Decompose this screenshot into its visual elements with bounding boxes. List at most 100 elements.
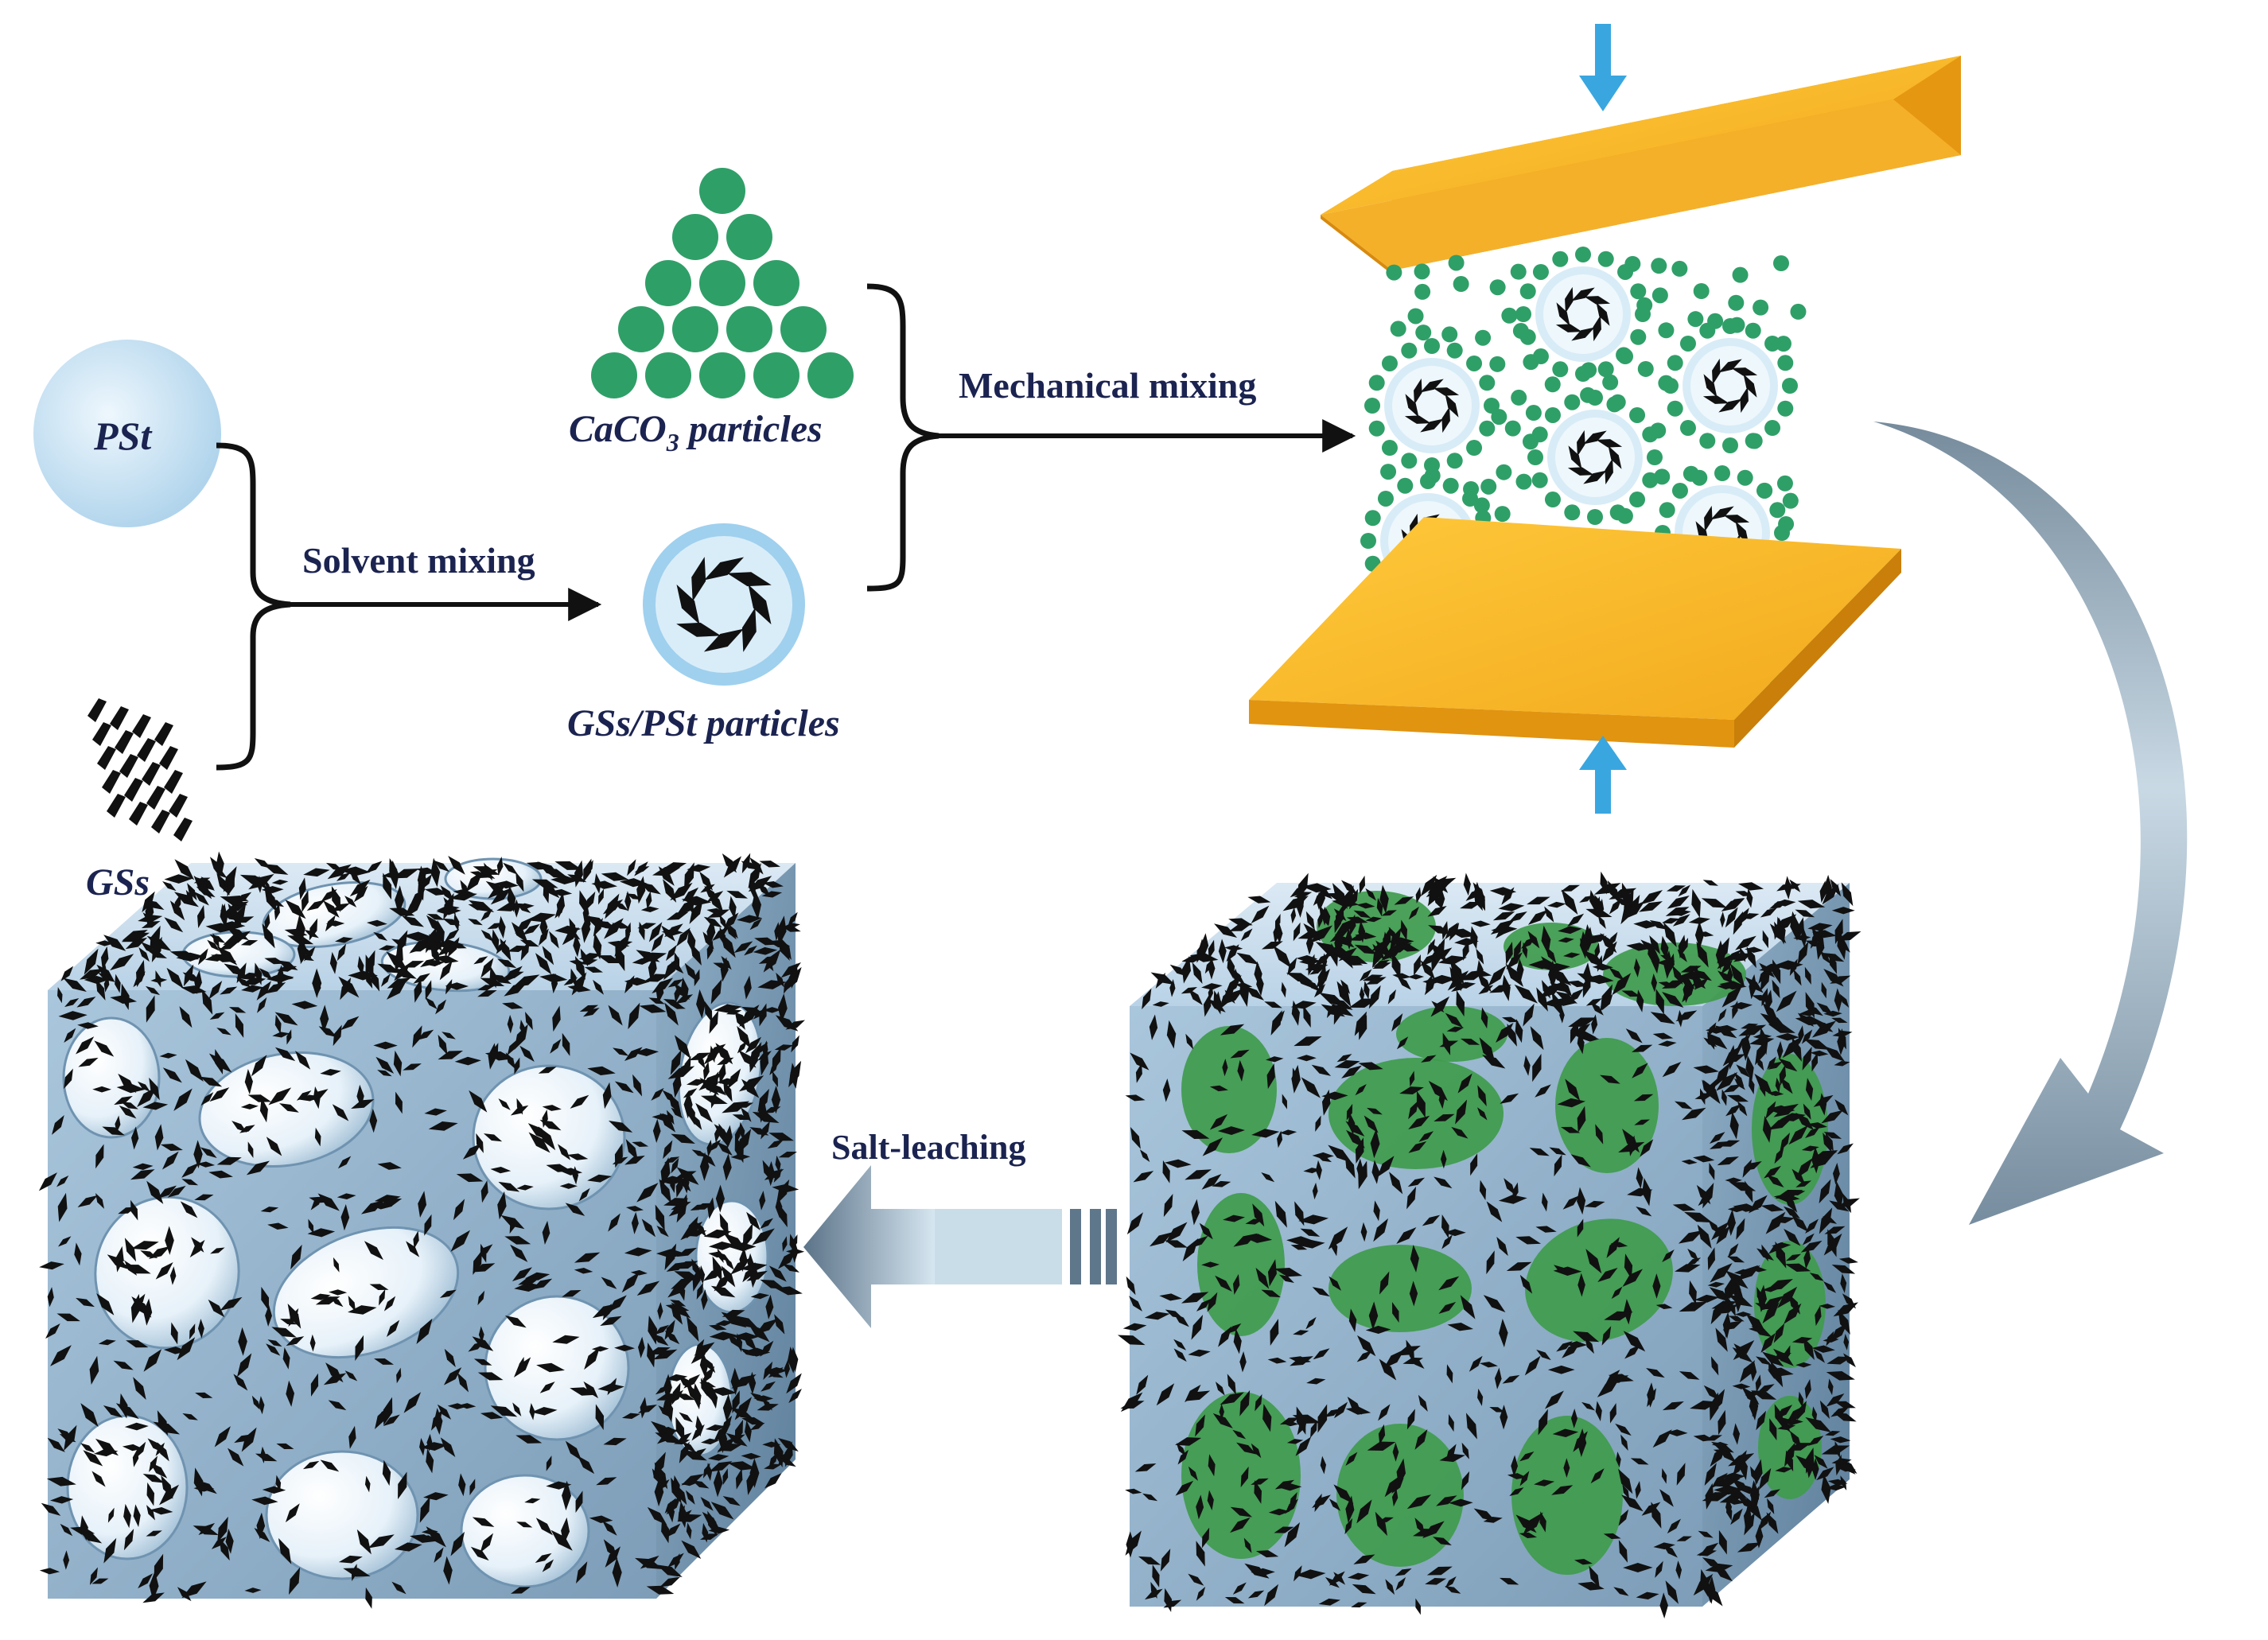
graphene-flake [1802, 1047, 1812, 1071]
graphene-flake [110, 706, 129, 730]
graphene-flake [447, 1403, 468, 1409]
graphene-flake [1373, 1218, 1388, 1242]
graphene-flake [671, 1157, 679, 1174]
gss-pst-particle [1527, 390, 1663, 525]
graphene-flake [1774, 1147, 1784, 1164]
graphene-flake [1722, 1084, 1742, 1093]
graphene-flake [97, 972, 115, 982]
graphene-flake [1552, 1428, 1579, 1437]
graphene-flake [275, 1475, 282, 1492]
graphene-flake [651, 1087, 664, 1101]
graphene-flake [716, 1141, 733, 1156]
graphene-flake [438, 1050, 464, 1060]
graphene-flake [189, 1239, 205, 1258]
graphene-flake [1527, 931, 1540, 949]
graphene-flake [1585, 998, 1602, 1006]
graphene-flake [1600, 933, 1617, 954]
graphene-flake [1646, 1367, 1665, 1378]
graphene-flake [1290, 907, 1297, 924]
graphene-flake [1527, 909, 1548, 925]
graphene-flake [130, 1169, 155, 1180]
graphene-flake [1681, 1159, 1698, 1165]
caco3-particle [1446, 342, 1463, 359]
graphene-flake [1595, 1401, 1602, 1421]
graphene-flake [744, 945, 757, 956]
graphene-flake [692, 1382, 702, 1410]
graphene-flake [628, 1002, 640, 1030]
graphene-flake [430, 943, 441, 966]
graphene-flake [424, 1108, 447, 1116]
graphene-flake [1162, 1078, 1171, 1102]
caco3-label: CaCO3 particles [569, 408, 823, 457]
graphene-flake [137, 1086, 157, 1108]
graphene-flake [762, 1441, 781, 1448]
graphene-flake [774, 1314, 785, 1335]
graphene-flake [286, 1029, 292, 1045]
graphene-flake [247, 1094, 272, 1102]
caco3-particle [1597, 361, 1614, 378]
graphene-flake [1239, 1389, 1251, 1417]
graphene-flake [1478, 985, 1494, 995]
graphene-flake [1636, 1591, 1659, 1599]
graphene-flake [193, 1485, 215, 1492]
caco3-particle [1532, 348, 1549, 365]
caco3-particle [1602, 374, 1619, 391]
graphene-flake [1440, 1149, 1447, 1169]
graphene-flake [550, 1039, 562, 1054]
graphene-flake [681, 1474, 704, 1486]
graphene-flake [1547, 901, 1566, 908]
graphene-flake [1303, 1168, 1321, 1174]
graphene-flake [157, 1442, 169, 1462]
graphene-flake [1701, 898, 1728, 908]
graphene-flake [1750, 1390, 1777, 1400]
graphene-flake [1716, 1072, 1738, 1091]
graphene-flake [457, 1372, 469, 1393]
graphene-flake [473, 1358, 492, 1366]
graphene-flake [116, 1083, 146, 1094]
graphene-flake [1346, 1103, 1353, 1121]
graphene-flake [1536, 987, 1548, 1012]
gss-label: GSs [86, 861, 150, 904]
caco3-particle [1496, 464, 1512, 480]
graphene-flake [614, 1081, 634, 1094]
graphene-flake [1677, 1009, 1683, 1028]
graphene-flake [624, 891, 632, 912]
graphene-flake [753, 946, 778, 955]
graphene-flake [239, 972, 261, 980]
graphene-flake [1829, 1200, 1850, 1212]
graphene-flake [1640, 1139, 1654, 1157]
graphene-flake [56, 1175, 69, 1187]
graphene-flake [741, 1107, 752, 1122]
graphene-flake [776, 972, 784, 988]
graphene-flake [1501, 887, 1515, 905]
graphene-flake [1811, 1458, 1819, 1480]
graphene-flake [1738, 1024, 1767, 1036]
graphene-flake [1731, 1478, 1751, 1494]
graphene-flake [1737, 907, 1749, 927]
graphene-flake [285, 900, 306, 919]
caco3-particle [1390, 321, 1406, 337]
graphene-flake [1282, 1094, 1287, 1110]
graphene-flake [208, 1170, 233, 1179]
graphene-flake [1795, 1112, 1815, 1130]
graphene-flake [353, 885, 368, 903]
graphene-flake [265, 1304, 272, 1327]
graphene-flake [88, 698, 107, 722]
graphene-flake [702, 1152, 716, 1167]
graphene-flake [1439, 1453, 1466, 1463]
graphene-flake [696, 1282, 704, 1300]
graphene-flake [1514, 984, 1539, 1004]
graphene-flake [1529, 1148, 1550, 1156]
graphene-flake [1661, 1468, 1667, 1484]
graphene-flake [1418, 1394, 1428, 1412]
caco3-particle [1360, 533, 1376, 549]
graphene-flake [1227, 954, 1235, 979]
graphene-flake [295, 1051, 311, 1070]
graphene-flake [1446, 1026, 1465, 1032]
graphene-flake [1373, 1200, 1380, 1222]
graphene-flake [1709, 1132, 1725, 1144]
graphene-flake [224, 963, 247, 977]
graphene-flake [624, 1155, 645, 1165]
graphene-flake [1734, 1312, 1752, 1317]
graphene-flake [528, 1132, 550, 1153]
